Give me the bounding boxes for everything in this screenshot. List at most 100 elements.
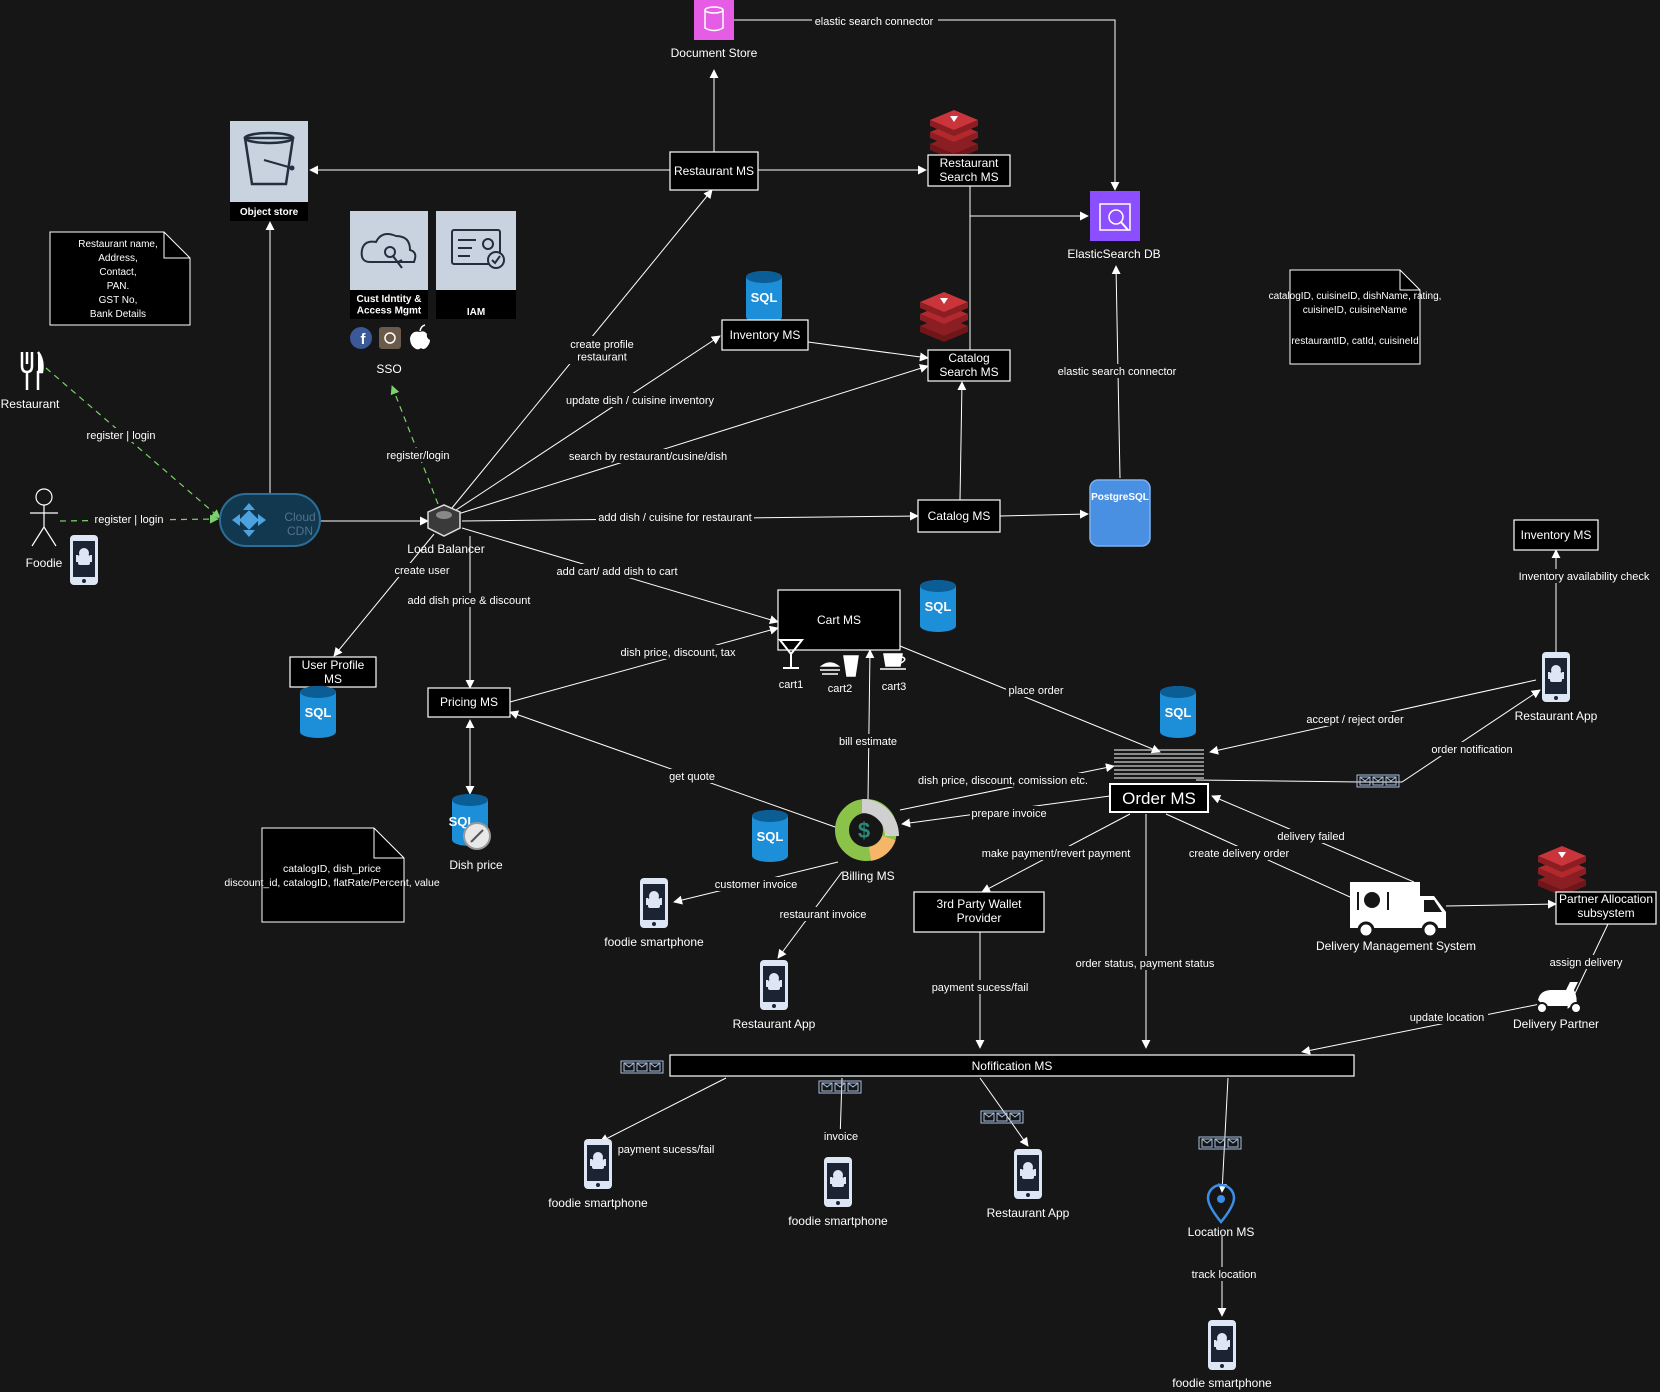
foodie-smartphone-loc-node[interactable]: foodie smartphone (1172, 1320, 1272, 1390)
foodie-smartphone-billing-node[interactable]: foodie smartphone (604, 878, 704, 949)
cust-identity-node[interactable]: Cust Idntity &Access Mgmt (350, 211, 428, 319)
message-queue-icon (620, 1060, 664, 1074)
billing-ms-node[interactable]: SQL $ Billing MS (752, 799, 899, 883)
object-store-node[interactable]: Object store (230, 121, 308, 221)
svg-text:order status, payment status: order status, payment status (1076, 958, 1215, 970)
svg-text:create user: create user (394, 565, 449, 577)
android-phone-icon (1542, 652, 1570, 702)
postgresql-node[interactable]: PostgreSQL (1089, 479, 1151, 547)
foodie-smartphone-n2-node[interactable]: foodie smartphone (788, 1157, 888, 1228)
notification-ms-node[interactable]: Nofification MS (669, 1054, 1355, 1077)
svg-text:cuisineID, cuisineName: cuisineID, cuisineName (1303, 305, 1408, 316)
android-phone-icon (70, 535, 98, 585)
edge-restaurant-cdn (45, 367, 221, 519)
label-restaurant-invoice: restaurant invoice (778, 907, 868, 921)
inventory-ms-node[interactable]: Inventory MS (721, 319, 809, 351)
delivery-mgmt-node[interactable]: Delivery Management System (1316, 882, 1476, 953)
svg-text:SQL: SQL (305, 705, 332, 720)
svg-text:get quote: get quote (669, 771, 715, 783)
edge-search-elasticsearch (969, 186, 1088, 350)
cocktail-icon (777, 639, 805, 669)
svg-text:ElasticSearch DB: ElasticSearch DB (1067, 247, 1160, 261)
document-store-node[interactable]: Document Store (671, 0, 758, 60)
location-ms-node[interactable]: Location MS (1188, 1183, 1255, 1239)
label-update-location: update location (1406, 1010, 1488, 1024)
label-notif-payment: payment sucess/fail (616, 1142, 716, 1156)
inventory-ms-right-node[interactable]: Inventory MS (1513, 519, 1599, 551)
foodie-actor[interactable]: Foodie (26, 488, 98, 585)
svg-text:invoice: invoice (824, 1131, 858, 1143)
location-pin-icon (1206, 1183, 1236, 1224)
svg-text:register | login: register | login (95, 514, 164, 526)
label-prepare-invoice: prepare invoice (970, 806, 1048, 820)
pricing-ms-node[interactable]: Pricing MS (427, 687, 511, 718)
svg-text:Restaurant App: Restaurant App (1515, 709, 1598, 723)
foodie-smartphone-n1-node[interactable]: foodie smartphone (548, 1139, 648, 1210)
svg-text:add dish / cuisine for restaur: add dish / cuisine for restaurant (598, 512, 751, 524)
svg-text:SQL: SQL (757, 829, 784, 844)
svg-text:create delivery order: create delivery order (1189, 848, 1290, 860)
svg-text:catalogID, cuisineID, dishName: catalogID, cuisineID, dishName, rating, (1269, 291, 1442, 302)
svg-text:delivery failed: delivery failed (1277, 831, 1344, 843)
edge-notif-location (1217, 1077, 1229, 1193)
svg-text:Cust Idntity &Access Mgmt: Cust Idntity &Access Mgmt (357, 294, 422, 317)
svg-text:Object store: Object store (240, 207, 299, 218)
restaurant-app-notif-node[interactable]: Restaurant App (987, 1149, 1070, 1220)
edge-order-notification (1195, 689, 1541, 783)
svg-text:cart3: cart3 (882, 681, 906, 693)
cart1[interactable]: cart1 (777, 639, 805, 691)
restaurant-app-billing-node[interactable]: Restaurant App (733, 960, 816, 1031)
label-register-foodie: register | login (92, 512, 166, 526)
sso-node[interactable]: f SSO (350, 324, 430, 376)
cart2[interactable]: cart2 (819, 655, 859, 695)
label-customer-invoice: customer invoice (712, 877, 800, 891)
label-bill-estimate: bill estimate (836, 734, 900, 748)
svg-text:Bank Details: Bank Details (90, 309, 146, 320)
svg-text:$: $ (858, 818, 870, 843)
restaurant-app-top-node[interactable]: Restaurant App (1515, 652, 1598, 723)
label-order-notification: order notification (1428, 742, 1516, 756)
load-balancer-node[interactable]: Load Balancer (407, 504, 485, 556)
label-create-delivery: create delivery order (1186, 846, 1292, 860)
cart3[interactable]: cart3 (880, 653, 906, 693)
label-notif-invoice: invoice (822, 1129, 860, 1143)
svg-text:Delivery Management System: Delivery Management System (1316, 939, 1476, 953)
elasticsearch-node[interactable]: ElasticSearch DB (1067, 191, 1161, 261)
svg-text:dish price, discount, comissio: dish price, discount, comission etc. (918, 775, 1088, 787)
svg-text:Cart MS: Cart MS (817, 613, 861, 627)
edge-catalogms-postgres (999, 509, 1089, 519)
svg-text:Document Store: Document Store (671, 46, 758, 60)
svg-text:Pricing MS: Pricing MS (440, 695, 498, 709)
svg-text:SSO: SSO (376, 362, 401, 376)
edge-inventory-catalogsearch (807, 341, 929, 362)
order-ms-node[interactable]: SQL Order MS (1109, 686, 1209, 813)
label-update-inventory: update dish / cuisine inventory (564, 393, 716, 407)
iam-node[interactable]: IAM (436, 211, 516, 319)
svg-text:Load Balancer: Load Balancer (407, 542, 484, 556)
label-register-restaurant: register | login (84, 428, 158, 442)
svg-text:discount_id, catalogID, flatRa: discount_id, catalogID, flatRate/Percent… (224, 877, 440, 889)
dish-price-node[interactable]: SQL Dish price (449, 794, 503, 872)
svg-text:payment sucess/fail: payment sucess/fail (618, 1144, 715, 1156)
svg-text:Restaurant name,: Restaurant name, (78, 239, 158, 250)
svg-text:foodie smartphone: foodie smartphone (548, 1196, 648, 1210)
svg-text:place order: place order (1008, 685, 1063, 697)
restaurant-info-note: Restaurant name, Address, Contact, PAN. … (49, 231, 191, 326)
label-accept-reject: accept / reject order (1304, 712, 1406, 726)
catalog-ms-node[interactable]: Catalog MS (917, 499, 1001, 533)
restaurant-actor[interactable]: Restaurant (1, 351, 60, 411)
svg-text:add cart/ add dish to cart: add cart/ add dish to cart (556, 566, 677, 578)
label-order-payment-status: order status, payment status (1074, 956, 1216, 970)
knife-icon (36, 351, 44, 390)
android-phone-icon (1208, 1320, 1236, 1370)
restaurant-ms-node[interactable]: Restaurant MS (669, 151, 759, 191)
delivery-partner-node[interactable]: Delivery Partner (1513, 982, 1599, 1031)
